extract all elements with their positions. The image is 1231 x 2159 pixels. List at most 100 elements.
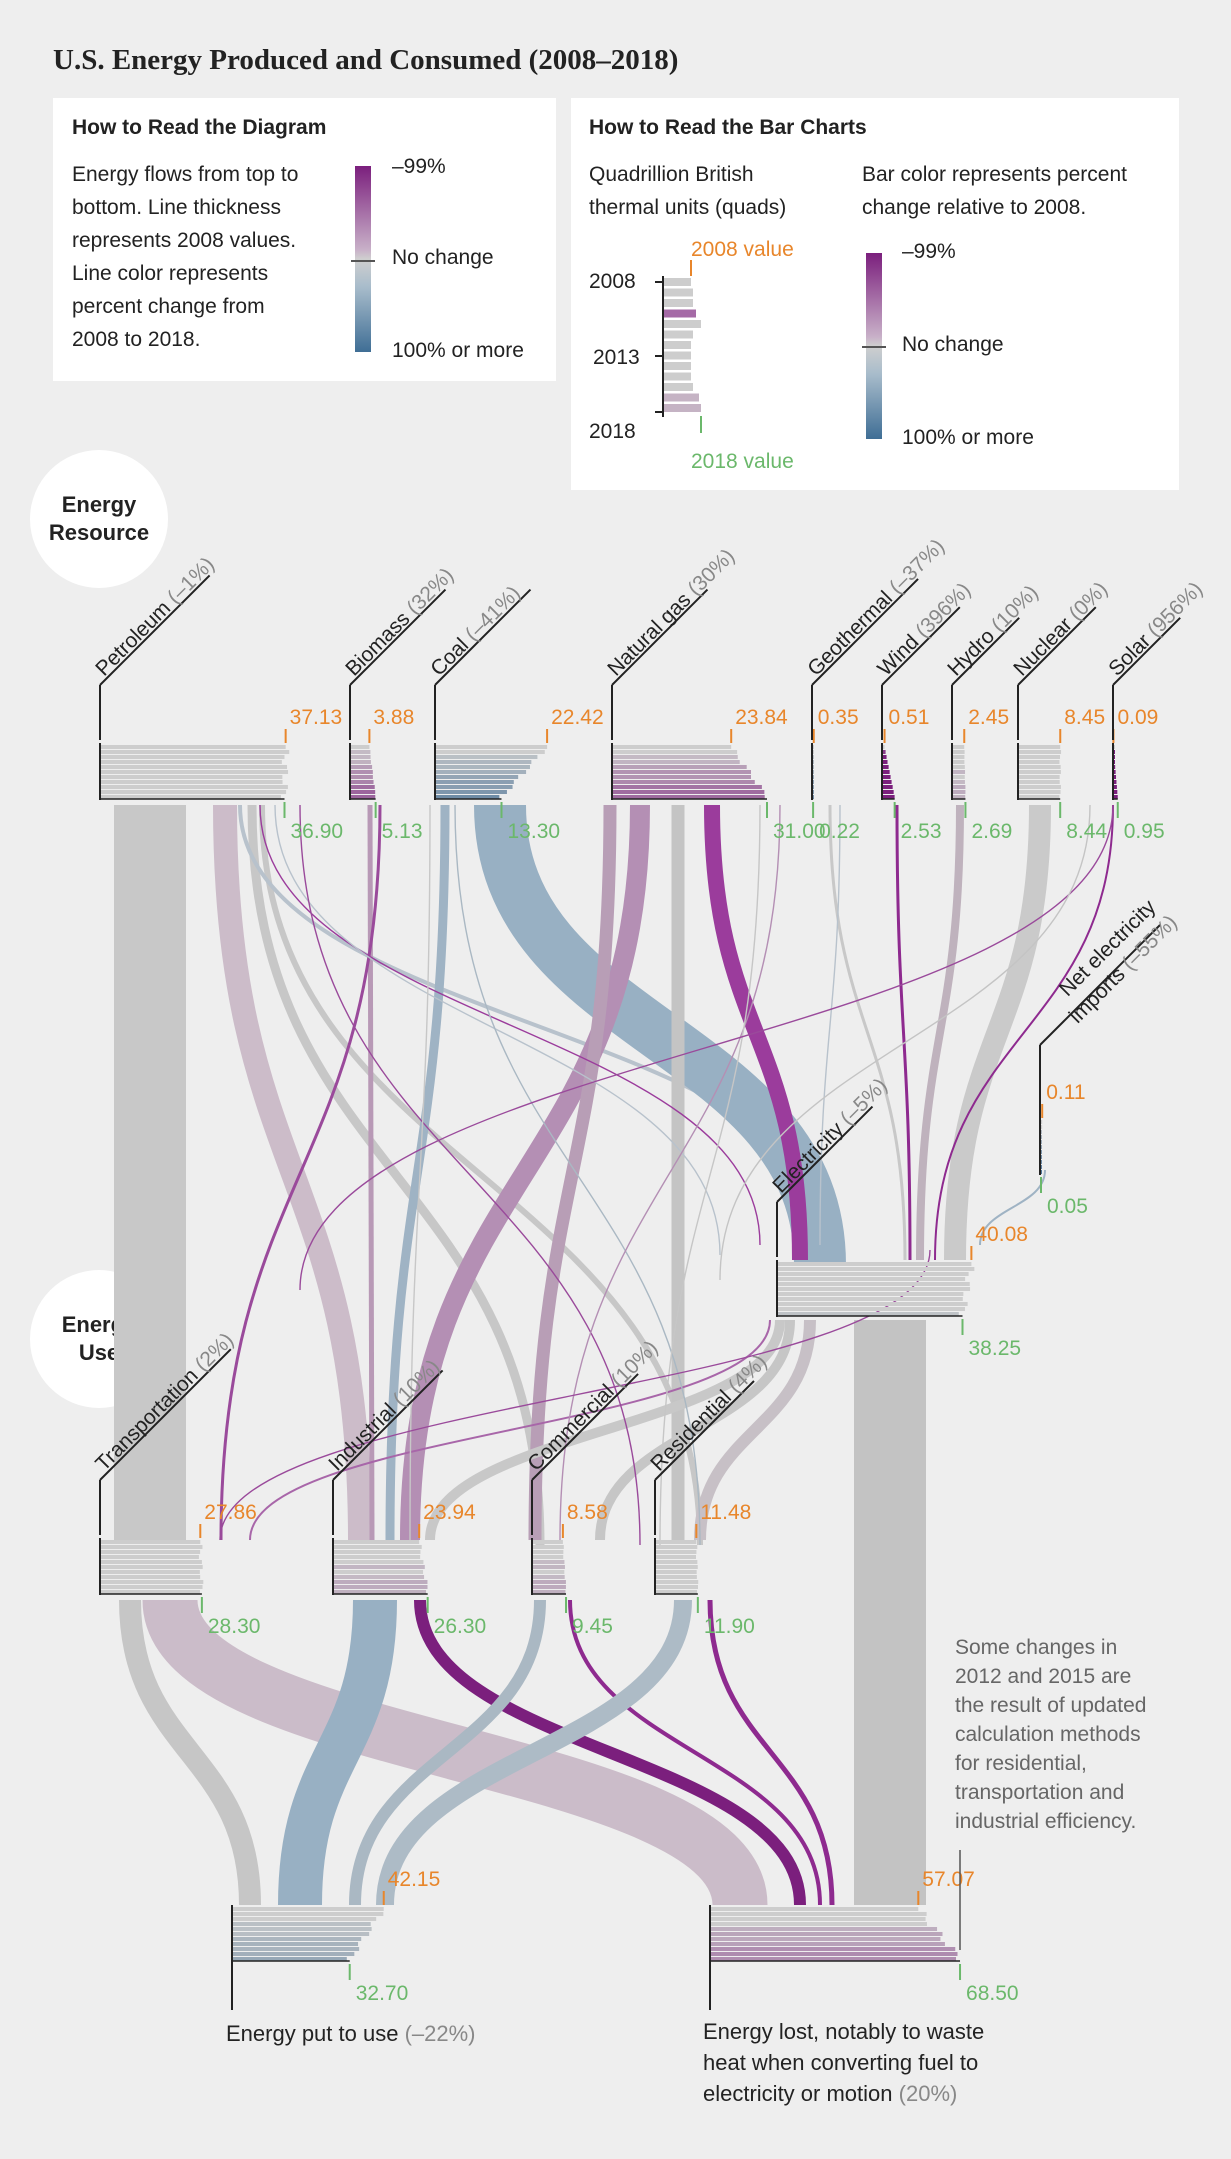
use-transportation-bar <box>100 1575 201 1579</box>
guide-line: Line color represents <box>72 262 269 285</box>
use-residential-bar <box>655 1555 697 1559</box>
flow-petroleum-industrial <box>213 804 372 1541</box>
imports-bar <box>1040 1125 1043 1129</box>
sample-bar <box>663 320 701 328</box>
resource-petroleum-bar <box>100 755 285 759</box>
use-transportation-2008-value: 27.86 <box>204 1501 257 1524</box>
resource-nuclear-bar <box>1018 785 1061 789</box>
flow-thin <box>274 804 721 1256</box>
use-commercial-bar <box>532 1550 564 1554</box>
note-line: industrial efficiency. <box>955 1810 1137 1833</box>
resource-hydro-bar <box>952 760 965 764</box>
resource-nuclear-bar <box>1018 795 1060 799</box>
use-industrial-bar <box>333 1565 425 1569</box>
output-used-bar <box>232 1907 384 1911</box>
year-2008-label: 2008 <box>589 270 636 293</box>
resource-natural-gas-bar <box>612 760 740 764</box>
flow-wind-electricity <box>895 804 912 1261</box>
diagram-guide-panel: How to Read the Diagram Energy flows fro… <box>53 98 556 381</box>
resource-solar-bar <box>1113 795 1118 799</box>
use-transportation-bar <box>100 1545 203 1549</box>
energy-lost-label: Energy lost, notably to waste heat when … <box>703 2016 984 2109</box>
imports-bar <box>1040 1120 1043 1124</box>
resource-hydro-bar <box>952 765 965 769</box>
use-residential-bar <box>655 1585 699 1589</box>
diagram-color-scale <box>355 166 371 352</box>
diagram-scale-top-label: –99% <box>392 155 446 178</box>
resource-solar-bar <box>1113 785 1117 789</box>
output-used-bar <box>232 1917 377 1921</box>
resource-petroleum-bar <box>100 775 283 779</box>
bar-guide-heading: How to Read the Bar Charts <box>589 116 867 139</box>
flow-residential-lost <box>707 1599 835 1906</box>
scale-tick <box>862 346 886 348</box>
use-transportation-bar <box>100 1565 203 1569</box>
resource-nuclear-bar <box>1018 755 1061 759</box>
flow-thin <box>559 804 781 1541</box>
resource-nuclear-leader <box>1017 606 1097 686</box>
resource-solar-bar <box>1113 790 1118 794</box>
resource-nuclear-bar <box>1018 760 1060 764</box>
flow-thin <box>299 804 641 1546</box>
page-title: U.S. Energy Produced and Consumed (2008–… <box>53 44 679 76</box>
resource-nuclear-2018-value: 8.44 <box>1066 820 1107 843</box>
sample-bar <box>663 362 691 370</box>
resource-natural-gas-bar <box>612 755 738 759</box>
use-commercial-bar <box>532 1560 565 1564</box>
color-note-line: change relative to 2008. <box>862 196 1087 219</box>
color-note-line: Bar color represents percent <box>862 163 1127 186</box>
resource-biomass-bar <box>350 745 370 749</box>
resource-biomass-bar <box>350 775 373 779</box>
resource-wind-bar <box>882 760 888 764</box>
use-commercial-bar <box>532 1590 566 1594</box>
flow-coal-industrial <box>385 804 450 1541</box>
resource-biomass-bar <box>350 785 375 789</box>
resource-coal-leader <box>434 588 532 686</box>
guide-line: percent change from <box>72 295 265 318</box>
use-residential-bar <box>655 1580 699 1584</box>
resource-hydro-bar <box>952 780 965 784</box>
energy-used-pct: (–22%) <box>404 2021 476 2046</box>
sample-bar <box>663 278 691 286</box>
resource-biomass-2018-value: 5.13 <box>382 820 423 843</box>
value-2018-label: 2018 value <box>691 450 794 473</box>
energy-lost-line: electricity or motion <box>703 2081 893 2106</box>
sample-bar <box>663 288 693 297</box>
resource-hydro-2018-value: 2.69 <box>971 820 1012 843</box>
flow-transportation-used <box>119 1599 261 1906</box>
resource-coal-bar <box>435 785 513 789</box>
sample-bar <box>663 404 701 412</box>
note-line: calculation methods <box>955 1723 1141 1746</box>
resource-hydro-bar <box>952 755 965 759</box>
flow-thin <box>454 804 701 1546</box>
flow-solar-electricity <box>934 804 1114 1261</box>
resource-coal-bar <box>435 775 519 779</box>
resource-coal-2018-value: 13.30 <box>508 820 561 843</box>
resource-natural-gas-bar <box>612 765 747 769</box>
resource-natural-gas-bar <box>612 790 765 794</box>
resource-wind-bar <box>882 745 885 749</box>
flow-thin <box>819 804 841 1246</box>
resource-wind-bar <box>882 750 886 754</box>
flow-biomass-transportation <box>219 804 382 1541</box>
flow-electricity-transportation <box>249 1319 771 1541</box>
resource-hydro-bar <box>952 795 966 799</box>
use-residential-bar <box>655 1560 698 1564</box>
resource-petroleum-bar <box>100 785 288 789</box>
use-industrial-bar <box>333 1545 422 1549</box>
use-industrial-bar <box>333 1550 421 1554</box>
resource-wind-bar <box>882 770 890 774</box>
resource-wind-bar <box>882 780 892 784</box>
resource-petroleum-2008-value: 37.13 <box>290 706 343 729</box>
output-lost-bar <box>710 1927 938 1931</box>
resource-coal-2008-value: 22.42 <box>551 706 604 729</box>
resource-geothermal-2018-value: 0.22 <box>819 820 860 843</box>
use-commercial-2008-value: 8.58 <box>567 1501 608 1524</box>
use-residential-bar <box>655 1565 698 1569</box>
note-line: Some changes in <box>955 1636 1118 1659</box>
